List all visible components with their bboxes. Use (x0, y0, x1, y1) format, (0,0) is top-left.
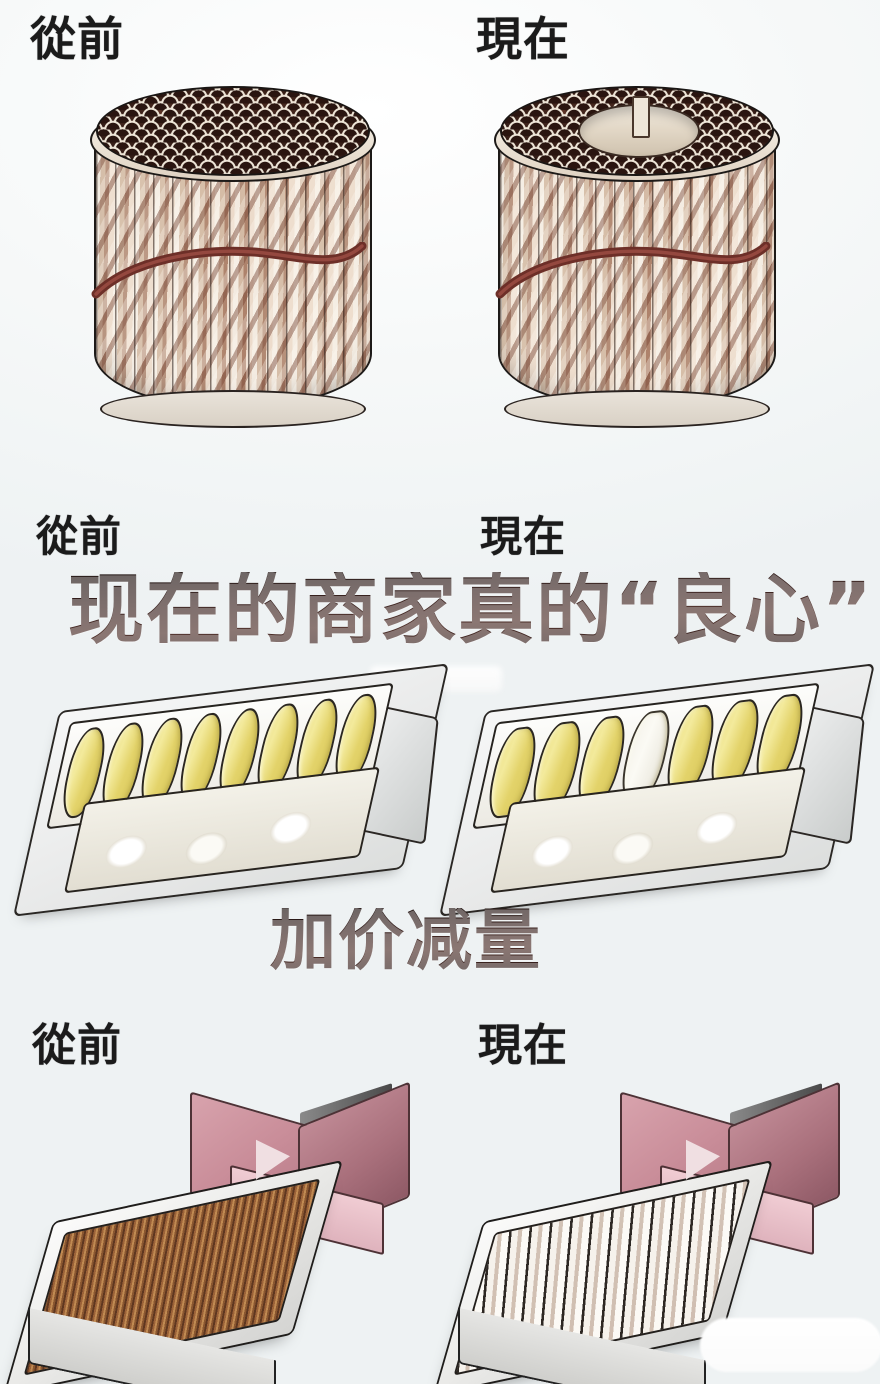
row1-before-label: 從前 (30, 12, 124, 66)
bucket-base (504, 390, 770, 428)
row3-before-label: 從前 (32, 1020, 122, 1071)
lid-triangle-cutout-icon (686, 1136, 720, 1180)
lid-triangle-cutout-icon (256, 1136, 290, 1180)
row2-after-label: 現在 (480, 512, 567, 561)
wafer-bucket-after (490, 82, 780, 432)
blurred-watermark-bottom (700, 1318, 880, 1372)
hollow-center-void (578, 96, 700, 158)
biscuit-tub-dense (2, 1159, 344, 1384)
biscuit-box-before (2, 1081, 422, 1384)
bucket-top-full (96, 86, 370, 176)
headline-secondary: 加价减量 (270, 902, 542, 979)
row2-before-label: 從前 (36, 512, 123, 561)
center-tab (632, 96, 650, 138)
row1-after-label: 現在 (476, 12, 570, 66)
cake-tray-before (12, 663, 450, 917)
wafer-roll-ends-offset (98, 88, 368, 174)
bucket-base (100, 390, 366, 428)
wafer-bucket-before (86, 82, 376, 432)
cake-tray-after (438, 663, 876, 917)
headline-primary: 现在的商家真的“良心” (68, 565, 874, 654)
row3-after-label: 現在 (478, 1020, 568, 1071)
